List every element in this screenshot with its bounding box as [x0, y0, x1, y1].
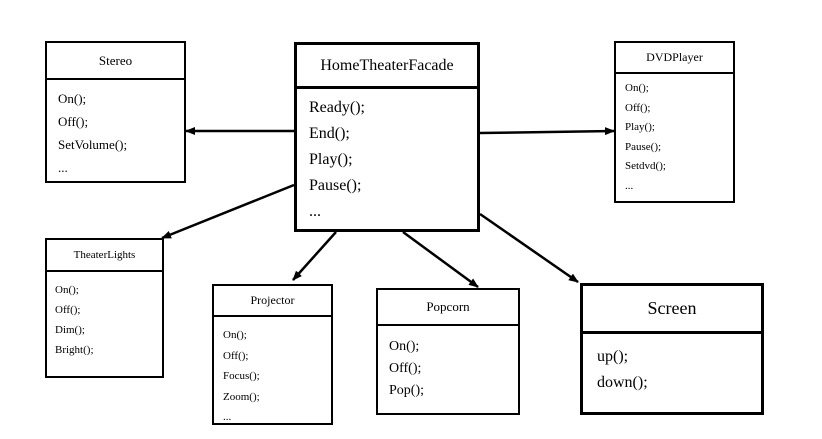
method-item: On();: [389, 339, 420, 354]
class-box-popcorn: Popcorn On(); Off(); Pop();: [376, 288, 520, 415]
class-box-projector: Projector On(); Off(); Focus(); Zoom();...: [212, 284, 333, 425]
class-name: Stereo: [47, 43, 184, 80]
class-name: Screen: [583, 286, 761, 334]
method-item: On();: [625, 82, 649, 94]
method-item: Off();: [55, 304, 81, 316]
method-list: On(); Off(); Focus(); Zoom();...: [214, 317, 331, 428]
class-name: Projector: [214, 286, 331, 317]
method-item: Bright();: [55, 344, 94, 356]
method-item: Off();: [58, 114, 89, 129]
arrow-facade-to-popcorn: [402, 230, 479, 289]
class-box-screen: Screen up(); down();: [580, 283, 764, 415]
class-box-stereo: Stereo On(); Off(); SetVolume();...: [45, 41, 186, 183]
arrow-facade-to-theaterlights: [161, 183, 295, 240]
method-item: Off();: [625, 101, 651, 114]
arrow-facade-to-dvdplayer: [479, 127, 615, 136]
class-name: Popcorn: [378, 290, 518, 326]
method-item: up();: [597, 348, 629, 365]
method-item: Off();: [223, 349, 249, 362]
class-box-hometheaterfacade: HomeTheaterFacade Ready(); End(); Play(); P…: [294, 42, 480, 232]
class-box-theaterlights: TheaterLights On(); Off(); Dim(); Bright();: [45, 238, 164, 378]
method-item: Off();: [389, 361, 422, 376]
method-list: On(); Off(); Pop();: [378, 326, 518, 402]
method-item: Setdvd();: [625, 160, 666, 172]
method-item: Focus();: [223, 370, 260, 382]
method-item: Pause();: [625, 140, 662, 153]
class-name: HomeTheaterFacade: [297, 45, 477, 89]
method-item: Play();: [309, 151, 353, 168]
method-list: On(); Off(); SetVolume();...: [47, 80, 184, 179]
class-name: DVDPlayer: [616, 43, 733, 74]
method-item: Dim();: [55, 324, 85, 336]
method-list: Ready(); End(); Play(); Pause();...: [297, 89, 477, 225]
method-item: On();: [55, 284, 79, 296]
method-item: Ready();: [309, 99, 365, 116]
method-item: Pause();: [309, 177, 362, 194]
method-item: Zoom();: [223, 390, 260, 403]
method-item: On();: [58, 91, 87, 106]
method-item: End();: [309, 125, 350, 142]
method-item: ...: [223, 411, 232, 423]
method-list: On(); Off(); Dim(); Bright();: [47, 272, 162, 360]
method-item: Play();: [625, 121, 655, 133]
method-list: On(); Off(); Play(); Pause(); Setdvd();...: [616, 74, 733, 196]
method-item: ...: [309, 203, 321, 220]
method-item: Pop();: [389, 383, 424, 398]
arrow-facade-to-projector: [292, 231, 337, 281]
class-box-dvdplayer: DVDPlayer On(); Off(); Play(); Pause(); Setd…: [614, 41, 735, 203]
method-item: SetVolume();: [58, 137, 128, 152]
class-name: TheaterLights: [47, 240, 162, 272]
arrow-facade-to-screen: [479, 212, 579, 284]
method-list: up(); down();: [583, 334, 761, 396]
method-item: ...: [58, 160, 68, 175]
method-item: On();: [223, 329, 247, 341]
method-item: ...: [625, 179, 634, 192]
method-item: down();: [597, 374, 648, 391]
